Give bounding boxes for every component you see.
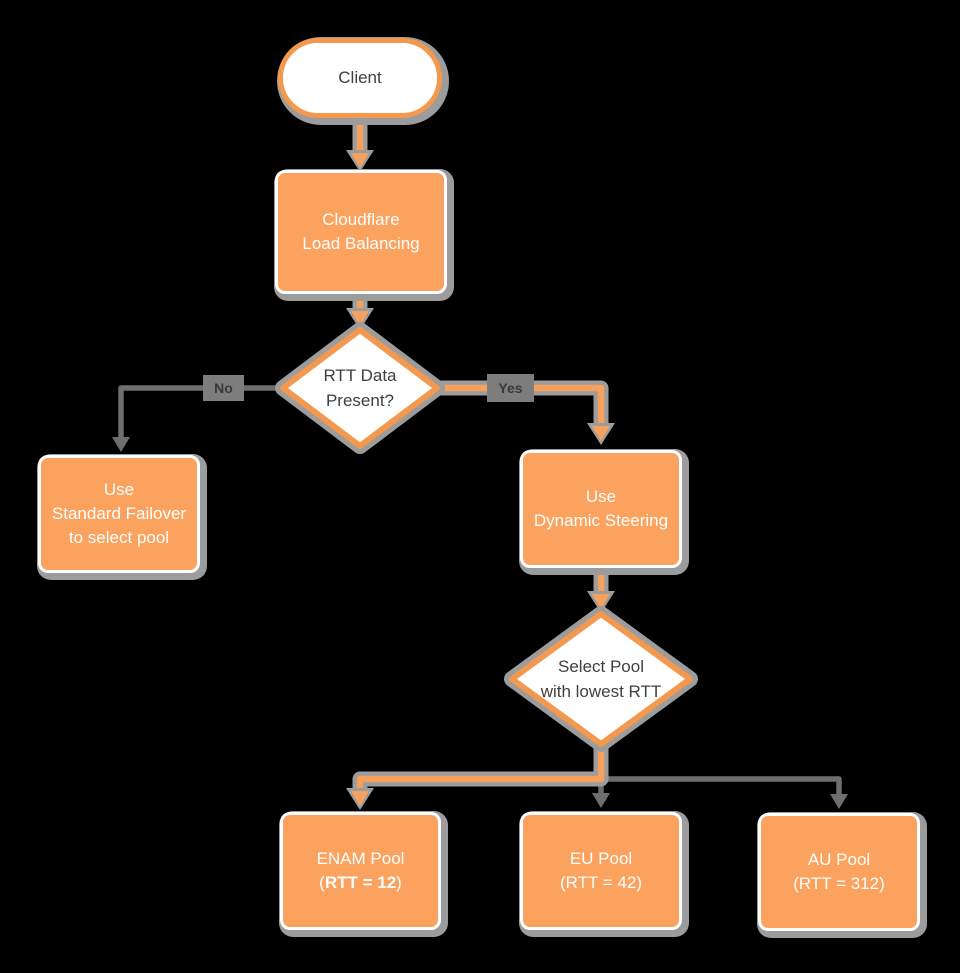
node-au-pool-line2: (RTT = 312) (793, 874, 885, 893)
decision-selectpool-shape (509, 611, 693, 747)
arrowhead-loadbalancer-icon (351, 153, 369, 168)
node-client-label: Client (338, 68, 382, 87)
node-enam-pool: ENAM Pool (RTT = 12) (280, 812, 441, 930)
node-load-balancer-line1: Cloudflare (322, 210, 400, 229)
node-dynamic-steering-line2: Dynamic Steering (533, 511, 669, 530)
edge-enam-shadow (352, 741, 609, 792)
arrowhead-no-icon (112, 437, 130, 452)
node-au-pool: AU Pool (RTT = 312) (758, 813, 920, 931)
arrowhead-decision-icon (351, 311, 369, 326)
edge-label-no: No (203, 375, 244, 401)
node-eu-pool-line1: EU Pool (569, 849, 633, 868)
node-standard-failover-line2: Standard Failover (51, 504, 187, 523)
decision-rtt-label: RTT Data Present? (283, 331, 437, 445)
arrowhead-eu-icon (592, 793, 610, 808)
arrowhead-au-icon (830, 794, 848, 809)
enam-rtt-value: RTT = 12 (324, 873, 397, 892)
decision-rtt-line2: Present? (325, 391, 395, 410)
decision-selectpool-label: Select Pool with lowest RTT (512, 614, 690, 744)
node-eu-pool: EU Pool (RTT = 42) (520, 812, 682, 930)
node-dynamic-steering: Use Dynamic Steering (520, 450, 682, 568)
arrowhead-enam-icon (351, 791, 369, 806)
node-enam-pool-line2: (RTT = 12) (319, 871, 402, 895)
edge-selectpool-to-au (601, 776, 842, 796)
enam-rtt-paren-close: ) (396, 873, 402, 892)
decision-rtt-shape (280, 327, 440, 449)
node-standard-failover-line1: Use (103, 480, 135, 499)
node-standard-failover-line3: to select pool (68, 528, 170, 547)
edge-label-yes: Yes (487, 374, 534, 402)
arrowhead-selectpool-icon (592, 594, 610, 609)
node-eu-pool-line2: (RTT = 42) (559, 873, 643, 892)
edge-label-no-text: No (214, 380, 233, 396)
node-dynamic-steering-line1: Use (585, 487, 617, 506)
node-standard-failover: Use Standard Failover to select pool (38, 455, 200, 573)
node-load-balancer-line2: Load Balancing (302, 234, 420, 253)
decision-rtt-line1: RTT Data (323, 366, 397, 385)
arrowhead-dynamic-icon (592, 426, 610, 441)
decision-selectpool-line1: Select Pool (558, 657, 644, 676)
edge-selectpool-to-enam (356, 741, 605, 792)
node-enam-pool-line1: ENAM Pool (316, 849, 405, 868)
node-au-pool-line1: AU Pool (807, 850, 871, 869)
enam-rtt-paren-open: ( (319, 873, 325, 892)
decision-selectpool-line2: with lowest RTT (540, 682, 662, 701)
edge-label-yes-text: Yes (498, 380, 523, 396)
node-client: Client (278, 38, 442, 118)
node-load-balancer: Cloudflare Load Balancing (275, 170, 447, 294)
